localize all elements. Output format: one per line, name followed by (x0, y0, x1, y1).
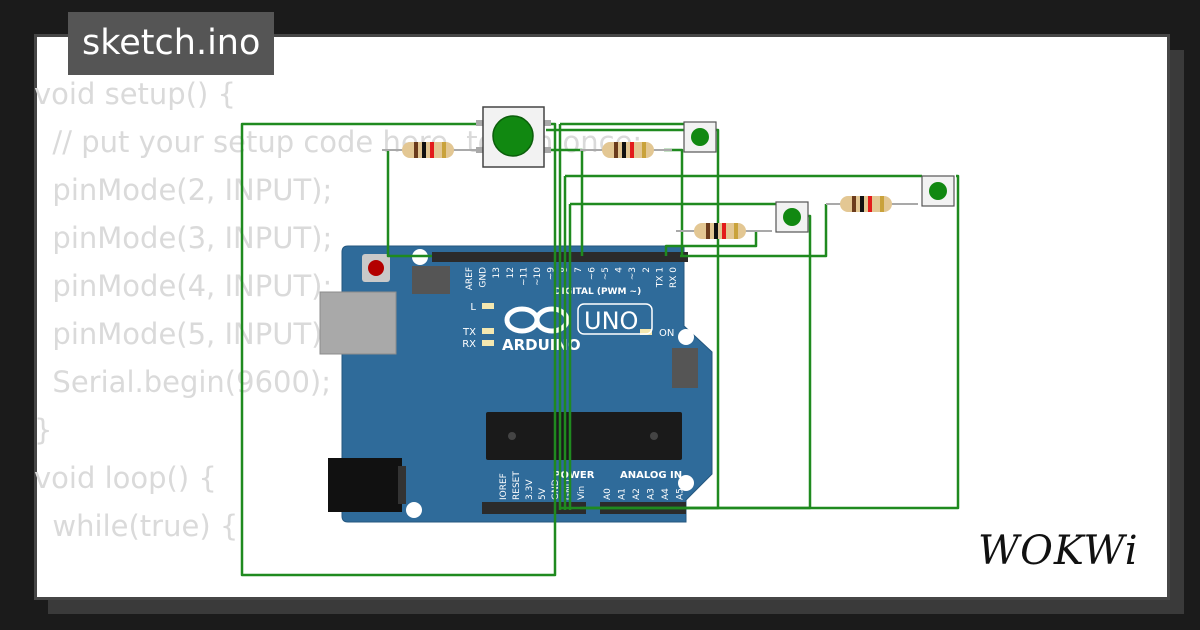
power-jack (328, 458, 402, 512)
pin-label: ~3 (628, 267, 638, 280)
pin-label: 12 (506, 267, 516, 278)
pin-label: A0 (603, 488, 613, 500)
uno-label: UNO (584, 307, 638, 335)
mounting-hole (406, 502, 422, 518)
pin-label: AREF (465, 267, 475, 290)
pin-label: IOREF (499, 473, 509, 500)
wokwi-logo: WOKWi (978, 528, 1139, 574)
wire[interactable] (664, 230, 758, 256)
led-l (482, 303, 494, 309)
pin-label: A4 (661, 488, 671, 500)
usb-port (319, 291, 397, 355)
pin-label: ~9 (547, 267, 557, 281)
digital-pwm-label: DIGITAL (PWM ~) (554, 287, 641, 297)
on-label: ON (659, 328, 674, 339)
code-line: } (34, 413, 53, 447)
reset-button-cap (368, 260, 384, 276)
led-label-l: L (470, 302, 476, 313)
pin-label: A5 (676, 488, 686, 500)
power-jack-edge (398, 466, 406, 504)
pin-label: GND (479, 267, 489, 288)
code-line: Serial.begin(9600); (34, 365, 332, 399)
pin-label: TX 1 (655, 267, 665, 288)
led-label-tx: TX (462, 327, 476, 338)
wire[interactable] (240, 122, 557, 577)
resistor[interactable] (826, 196, 918, 212)
resistor[interactable] (676, 223, 772, 239)
pin-label: 13 (492, 267, 502, 278)
led-label-rx: RX (462, 339, 476, 350)
wire[interactable] (563, 174, 922, 510)
icsp-header (412, 266, 450, 294)
pushbutton-small[interactable] (683, 121, 717, 153)
power-label: POWER (553, 470, 595, 481)
code-line: pinMode(5, INPUT); (34, 317, 333, 351)
pin-label: RX 0 (669, 267, 679, 288)
pin-label: 4 (615, 267, 625, 273)
code-line: while(true) { (34, 509, 239, 543)
pin-label: A2 (632, 488, 642, 500)
resistor[interactable] (382, 142, 480, 158)
led-rx (482, 340, 494, 346)
wokwi-logo-text: WOKWi (978, 528, 1139, 574)
resistor[interactable] (580, 142, 672, 158)
arduino-uno-board[interactable]: L TX RX ON ARDUINO UNO DIGITAL (PWM ~) P… (319, 245, 713, 523)
wire[interactable] (558, 122, 685, 510)
pin-label: A3 (647, 488, 657, 500)
wire[interactable] (580, 174, 960, 510)
pin-label: 2 (642, 267, 652, 273)
chip-notch (508, 432, 516, 440)
code-line: void loop() { (34, 461, 217, 495)
pin-label: RESET (512, 471, 522, 500)
pin-label: ~10 (533, 267, 543, 286)
pushbutton-small[interactable] (921, 175, 955, 207)
pin-label: ~11 (519, 267, 529, 286)
analog-in-label: ANALOG IN (620, 470, 682, 481)
pin-label: 3.3V (525, 479, 535, 500)
microcontroller-chip (486, 412, 682, 460)
analog-pin-labels: A0 A1 A2 A3 A4 A5 (603, 488, 686, 500)
file-title: sketch.ino (68, 12, 275, 75)
code-line: void setup() { (34, 77, 236, 111)
led-on (640, 329, 652, 335)
pin-label: ~6 (587, 267, 597, 281)
chip-notch (650, 432, 658, 440)
pin-label: A1 (618, 488, 628, 500)
led-tx (482, 328, 494, 334)
uno-badge (577, 303, 653, 335)
pin-label: Vin (577, 486, 587, 500)
mounting-hole (678, 329, 694, 345)
icsp-header-2 (672, 348, 698, 388)
pushbutton-small[interactable] (775, 201, 809, 233)
pin-label: ~5 (601, 267, 611, 280)
pin-label: 7 (574, 267, 584, 273)
arduino-infinity-icon (504, 306, 570, 334)
wire[interactable] (568, 202, 778, 510)
pin-label: 5V (538, 487, 548, 500)
wire[interactable] (386, 150, 432, 258)
pushbutton-large[interactable] (476, 106, 551, 168)
wire[interactable] (680, 204, 828, 258)
mounting-hole (678, 475, 694, 491)
